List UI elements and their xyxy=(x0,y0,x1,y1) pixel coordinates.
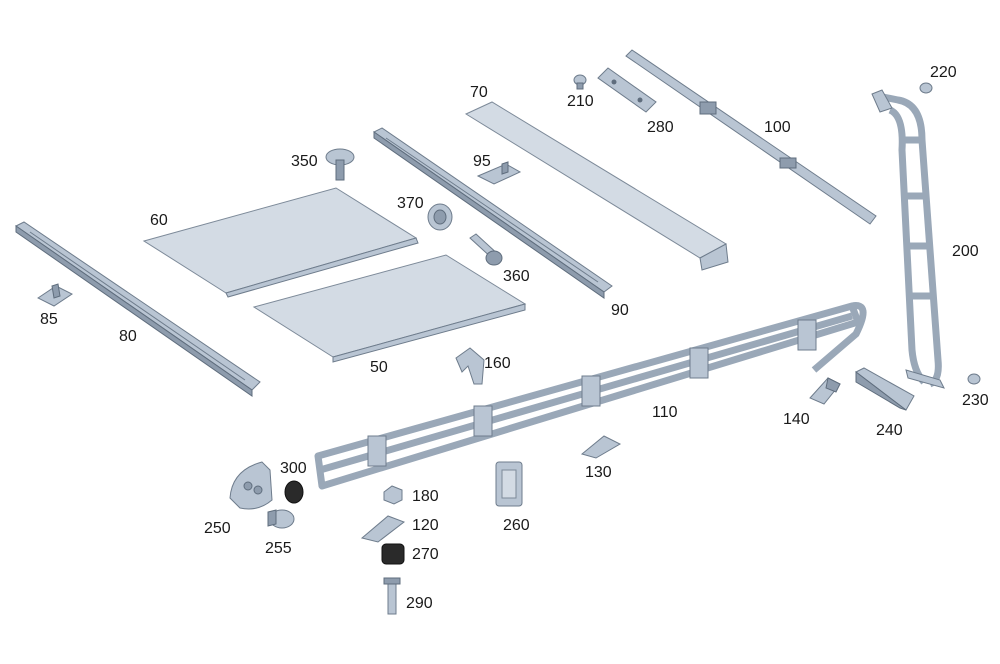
callout-120: 120 xyxy=(412,517,439,534)
part-350-bolt xyxy=(325,148,355,181)
callout-160: 160 xyxy=(484,355,511,372)
callout-240: 240 xyxy=(876,422,903,439)
part-130-mount xyxy=(580,435,622,459)
part-255-bolt xyxy=(267,509,295,529)
callout-110: 110 xyxy=(652,404,678,421)
part-140-mount xyxy=(809,377,841,405)
part-50-floor-panel xyxy=(252,254,527,363)
part-230-bolt xyxy=(967,373,981,385)
callout-95: 95 xyxy=(473,153,491,170)
callout-180: 180 xyxy=(412,488,439,505)
part-280-plate xyxy=(597,67,657,113)
part-90-side-rail xyxy=(373,127,613,299)
callout-350: 350 xyxy=(291,153,318,170)
part-85-bracket xyxy=(37,283,73,307)
part-95-clip xyxy=(476,161,522,185)
callout-270: 270 xyxy=(412,546,439,563)
callout-220: 220 xyxy=(930,64,957,81)
part-270-rubber-block xyxy=(381,543,405,565)
callout-130: 130 xyxy=(585,464,612,481)
callout-200: 200 xyxy=(952,243,979,260)
callout-260: 260 xyxy=(503,517,530,534)
callout-85: 85 xyxy=(40,311,58,328)
callout-360: 360 xyxy=(503,268,530,285)
callout-210: 210 xyxy=(567,93,594,110)
part-200-ladder xyxy=(871,89,945,389)
callout-140: 140 xyxy=(783,411,810,428)
part-70-long-plate xyxy=(464,101,729,271)
callout-370: 370 xyxy=(397,195,424,212)
callout-290: 290 xyxy=(406,595,433,612)
callout-80: 80 xyxy=(119,328,137,345)
part-300-rubber xyxy=(284,480,304,504)
callout-70: 70 xyxy=(470,84,488,101)
callout-255: 255 xyxy=(265,540,292,557)
part-100-tie-rod xyxy=(625,49,877,225)
callout-90: 90 xyxy=(611,302,629,319)
callout-230: 230 xyxy=(962,392,989,409)
part-260-cover xyxy=(495,461,523,507)
part-180-nut xyxy=(383,485,403,505)
part-110-main-frame xyxy=(314,302,867,490)
part-250-end-cap xyxy=(229,461,273,510)
part-80-side-rail xyxy=(15,221,261,397)
callout-250: 250 xyxy=(204,520,231,537)
callout-50: 50 xyxy=(370,359,388,376)
part-240-support xyxy=(855,367,915,411)
part-290-bolt xyxy=(383,577,401,615)
part-370-grommet xyxy=(427,203,453,231)
part-60-floor-panel xyxy=(142,187,419,298)
callout-300: 300 xyxy=(280,460,307,477)
part-210-bolt xyxy=(573,74,587,90)
part-220-bolt xyxy=(919,82,933,94)
part-160-bracket xyxy=(455,347,485,385)
callout-100: 100 xyxy=(764,119,791,136)
part-360-bolt xyxy=(469,233,503,266)
part-120-mount xyxy=(360,515,406,543)
callout-60: 60 xyxy=(150,212,168,229)
callout-280: 280 xyxy=(647,119,674,136)
